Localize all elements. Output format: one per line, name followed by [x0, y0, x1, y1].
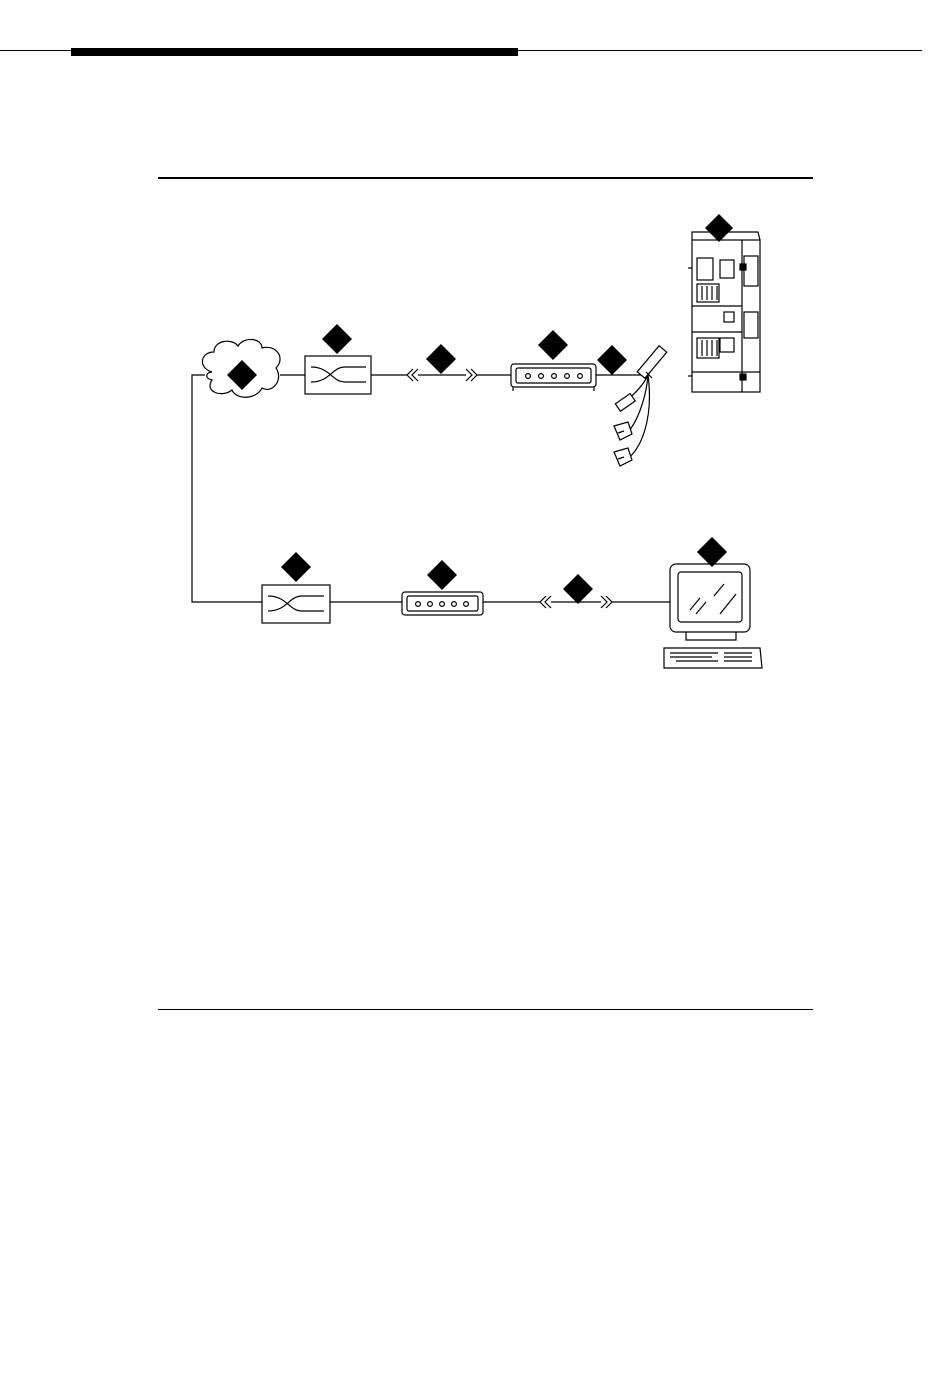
- computer-terminal-icon: [664, 564, 762, 668]
- central-office-switch-icon: [305, 356, 371, 394]
- callout-diamond: [705, 214, 733, 242]
- callout-diamond: [538, 330, 568, 360]
- central-office-switch-icon: [262, 585, 330, 623]
- callout-diamond: [697, 537, 727, 567]
- callout-diamond: [426, 344, 456, 374]
- callout-markers: [227, 214, 733, 604]
- callout-diamond: [597, 345, 627, 375]
- callout-diamond: [281, 552, 311, 582]
- modem-icon: [402, 592, 483, 615]
- equipment-cabinet-icon: [688, 232, 760, 392]
- callout-diamond: [427, 560, 457, 590]
- callout-diamond: [322, 324, 352, 354]
- connection-lines: [192, 375, 670, 602]
- modem-icon: [511, 364, 596, 391]
- callout-diamond: [563, 574, 593, 604]
